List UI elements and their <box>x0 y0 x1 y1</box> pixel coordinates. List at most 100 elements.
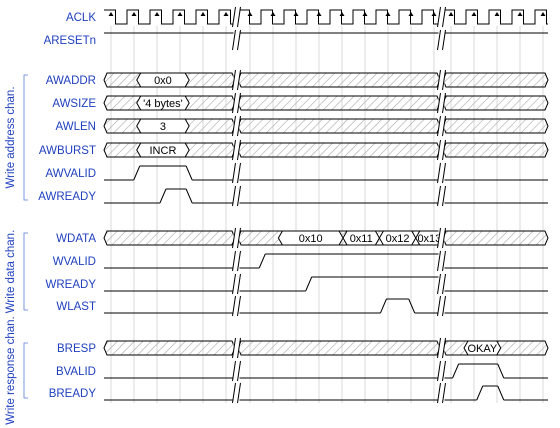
break-slash <box>232 29 236 51</box>
break-slash <box>232 227 236 249</box>
break-slash <box>237 92 241 114</box>
channel-group-labels: Write address chan.Write data chan.Write… <box>5 74 28 425</box>
group-label-1: Write address chan. <box>5 86 17 188</box>
break-gap <box>233 251 240 271</box>
break-gap <box>438 140 445 160</box>
break-slash <box>442 162 446 184</box>
break-gap <box>233 116 240 136</box>
signal-label: AWSIZE <box>52 98 96 110</box>
bit-edge <box>379 298 387 314</box>
rising-edge-arrow <box>494 12 500 16</box>
bus-value: 0x11 <box>350 233 373 245</box>
rising-edge-arrow <box>247 12 253 16</box>
group-label-2: Write data chan. <box>5 230 17 314</box>
break-slash <box>232 382 236 404</box>
bit-edge <box>133 165 141 181</box>
bit-edge <box>258 253 266 269</box>
break-slash <box>437 382 441 404</box>
break-slash <box>437 273 441 295</box>
break-slash <box>232 295 236 317</box>
signal-label: AWLEN <box>56 121 96 133</box>
break-gap <box>438 70 445 90</box>
break-slash <box>232 250 236 272</box>
bus-invalid-region <box>442 95 549 111</box>
bus-invalid-region <box>237 95 441 111</box>
break-gap <box>233 7 240 27</box>
bus-invalid-region <box>103 230 236 246</box>
signal-row-awburst: INCR <box>103 142 549 158</box>
signal-row-awready <box>104 188 548 204</box>
bit-edge <box>497 385 505 401</box>
group-bracket <box>23 232 28 311</box>
group-bracket <box>23 342 28 399</box>
bit-edge <box>159 188 167 204</box>
rising-edge-arrow <box>362 12 368 16</box>
break-gap <box>438 228 445 248</box>
break-slash <box>237 115 241 137</box>
break-gap <box>233 186 240 206</box>
bit-edge <box>185 188 193 204</box>
rising-edge-arrow <box>431 12 437 16</box>
break-gap <box>233 140 240 160</box>
signal-label: AWVALID <box>46 168 96 180</box>
bus-invalid-region <box>237 72 441 88</box>
signal-row-awsize: '4 bytes' <box>103 95 549 111</box>
break-gap <box>233 274 240 294</box>
signal-row-bready <box>104 385 548 401</box>
bus-value-region <box>136 95 190 111</box>
break-gap <box>233 93 240 113</box>
break-gap <box>438 383 445 403</box>
break-slash <box>437 227 441 249</box>
break-slash <box>232 115 236 137</box>
rising-edge-arrow <box>154 12 160 16</box>
break-slash <box>437 337 441 359</box>
rising-edge-arrow <box>223 12 229 16</box>
break-slash <box>442 250 446 272</box>
break-slash <box>237 139 241 161</box>
break-slash <box>442 115 446 137</box>
break-slash <box>232 139 236 161</box>
signal-row-awlen: 3 <box>103 118 549 134</box>
break-slash <box>232 6 236 28</box>
rising-edge-arrow <box>339 12 345 16</box>
break-slash <box>442 139 446 161</box>
bit-edge <box>185 165 193 181</box>
break-gap <box>233 383 240 403</box>
group-bracket <box>23 74 28 201</box>
rising-edge-arrow <box>108 12 114 16</box>
break-gap <box>233 30 240 50</box>
signal-label: WREADY <box>46 279 97 291</box>
break-slash <box>237 382 241 404</box>
signal-labels: ACLKARESETnAWADDRAWSIZEAWLENAWBURSTAWVAL… <box>38 12 96 400</box>
bus-invalid-region <box>442 142 549 158</box>
break-slash <box>437 162 441 184</box>
break-gap <box>438 338 445 358</box>
clock-wave <box>104 9 235 25</box>
bus-value: 3 <box>160 121 166 133</box>
bit-edge <box>408 298 416 314</box>
break-slash <box>442 29 446 51</box>
rising-edge-arrow <box>471 12 477 16</box>
break-slash <box>437 250 441 272</box>
bus-invalid-region <box>442 230 549 246</box>
bus-value: '4 bytes' <box>143 98 183 110</box>
break-gap <box>438 296 445 316</box>
bus-value: 0x10 <box>299 233 323 245</box>
time-break-markers <box>232 6 446 404</box>
bus-invalid-region <box>237 142 441 158</box>
bus-value-region <box>136 142 190 158</box>
break-gap <box>233 361 240 381</box>
break-slash <box>237 273 241 295</box>
break-gap <box>438 274 445 294</box>
signal-label: BRESP <box>57 343 96 355</box>
break-gap <box>438 361 445 381</box>
signal-label: BVALID <box>56 366 96 378</box>
break-gap <box>438 251 445 271</box>
bit-edge <box>476 385 484 401</box>
signal-label: WVALID <box>53 256 96 268</box>
rising-edge-arrow <box>448 12 454 16</box>
break-slash <box>237 69 241 91</box>
